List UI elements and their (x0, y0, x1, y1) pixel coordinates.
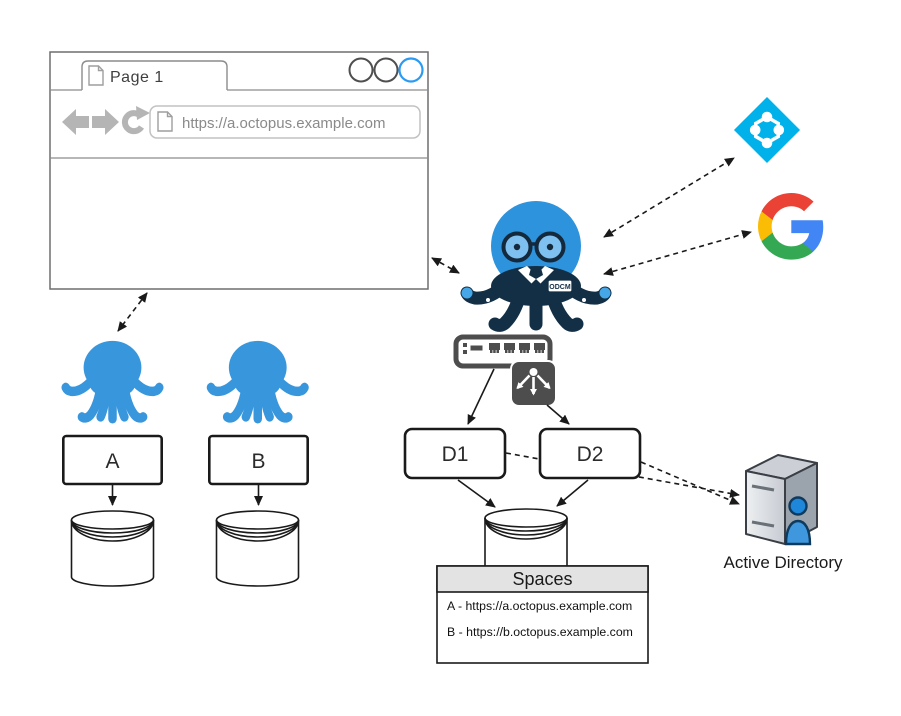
connector-odcm-azure-ad (603, 157, 735, 238)
browser-window: Page 1 https://a.octopus.example.com (49, 51, 429, 290)
forward-arrow-icon (92, 109, 119, 135)
tentacle-tip (461, 287, 473, 299)
suit-button (486, 298, 490, 302)
browser-tab (81, 60, 228, 90)
node-box-a: A (61, 434, 164, 486)
node-box-b: B (208, 434, 310, 486)
back-arrow-icon (62, 109, 89, 135)
octopus-icon-b (211, 341, 305, 419)
solid-connectors (108, 368, 589, 508)
page-icon (88, 65, 104, 86)
window-buttons (348, 57, 424, 83)
server-icon (745, 454, 818, 545)
connector-lb-d2 (546, 404, 570, 425)
refresh-icon (121, 106, 150, 135)
odcm-tie (529, 268, 543, 302)
active-directory: Active Directory (723, 454, 843, 572)
window-button (348, 57, 374, 83)
connector-browser-odcm (431, 257, 460, 274)
azure-ad-icon (733, 96, 801, 164)
odcm-badge-text: ODCM (549, 284, 571, 291)
url-text: https://a.octopus.example.com (182, 115, 385, 132)
node-box-d2: D2 (538, 427, 642, 480)
node-label-d2: D2 (577, 443, 604, 466)
page-icon (157, 111, 173, 132)
node-label-b: B (251, 450, 265, 473)
window-button-highlighted (398, 57, 424, 83)
spaces-row-b: B - https://b.octopus.example.com (447, 625, 633, 639)
url-bar: https://a.octopus.example.com (149, 105, 421, 139)
browser-frame (49, 51, 429, 290)
node-label-a: A (105, 450, 119, 473)
suit-button (582, 298, 586, 302)
connector-d2-active-directory (640, 461, 740, 505)
google-icon (758, 193, 824, 260)
octopus-odcm-icon: ODCM (460, 201, 612, 332)
tab-label: Page 1 (110, 69, 164, 86)
connector-browser-octopus-a (117, 292, 148, 332)
glasses-icon (501, 231, 566, 263)
active-directory-label: Active Directory (723, 553, 843, 572)
spaces-title: Spaces (512, 569, 572, 589)
dashed-connectors (117, 157, 752, 332)
node-label-d1: D1 (442, 443, 469, 466)
person-icon (784, 496, 812, 546)
connector-odcm-google (603, 230, 752, 276)
load-balancer-icon (510, 360, 557, 407)
node-box-d1: D1 (403, 427, 507, 480)
spaces-row-a: A - https://a.octopus.example.com (447, 599, 632, 613)
connector-d1-database (457, 479, 496, 508)
database-cylinder-shared (484, 508, 568, 567)
octopus-icon-a (66, 341, 160, 419)
tentacle-tip (599, 287, 611, 299)
window-button (373, 57, 399, 83)
database-cylinder-a (70, 510, 155, 587)
connector-switch-d1 (467, 368, 495, 425)
spaces-table: Spaces A - https://a.octopus.example.com… (436, 565, 649, 664)
odcm-badge (547, 279, 573, 293)
connector-d2-database (556, 479, 589, 507)
browser-nav (62, 106, 150, 135)
database-cylinder-b (215, 510, 300, 587)
network-switch-icon (453, 334, 553, 369)
spaces-table-header (436, 565, 649, 593)
